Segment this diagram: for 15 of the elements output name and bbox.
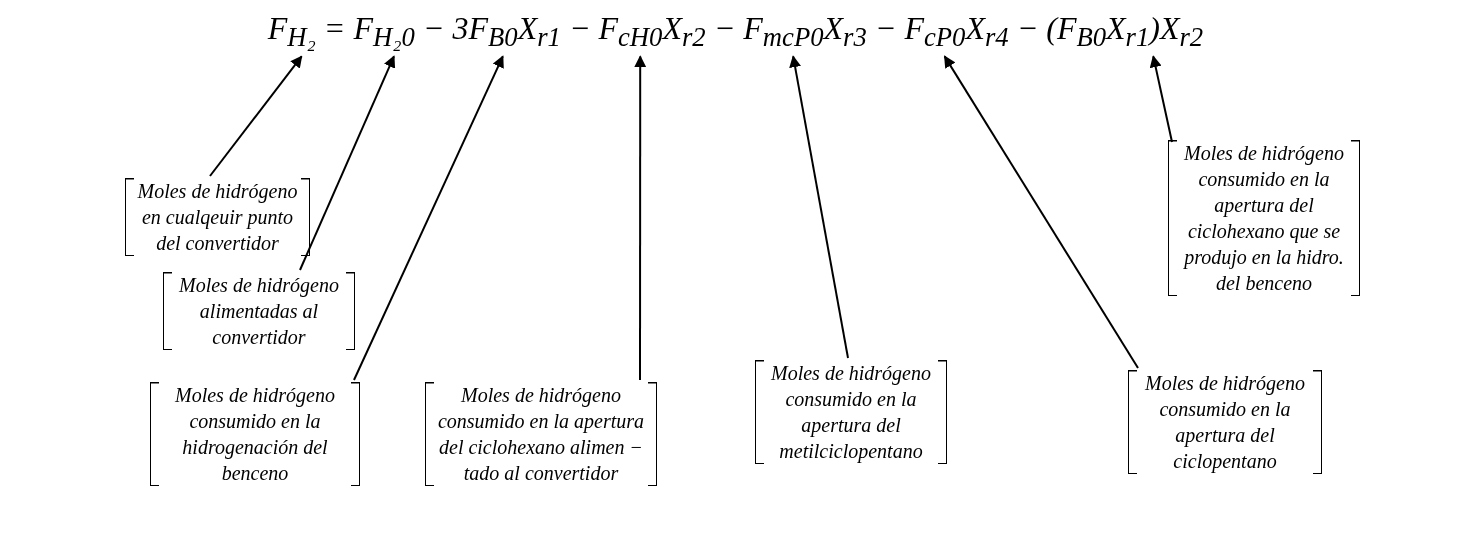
- equation: F$_{H₂}$ = F$_{H₂0}$ − 3F$_{B0}$X$_{r1}$ − F$_{cH0}$X$_{r2}$ − F$_{mcP0}$X$_{r3}$ − F$_{cP0}$X$_{r4}$ − (F$_{B0}$X$_{r1}$)X$_{r2}$: [267, 10, 1204, 54]
- bracketed-note: Moles de hidrógeno consumido en la apertura del ciclopentano: [1128, 370, 1322, 474]
- arrow: [299, 55, 396, 271]
- bracketed-note: Moles de hidrógeno en cualqeuir punto del convertidor: [125, 178, 310, 256]
- arrow: [943, 55, 1139, 369]
- arrow: [1149, 55, 1173, 143]
- arrow: [634, 55, 647, 381]
- arrow: [353, 55, 504, 381]
- arrow: [209, 55, 303, 177]
- bracketed-note: Moles de hidrógeno consumido en la apertura del ciclohexano que se produjo en la hidro. del benceno: [1168, 140, 1360, 296]
- bracketed-note: Moles de hidrógeno consumido en la apertura del metilciclopentano: [755, 360, 947, 464]
- bracketed-note: Moles de hidrógeno consumido en la apertura del ciclohexano alimen − tado al convertidor: [425, 382, 657, 486]
- bracketed-note: Moles de hidrógeno alimentadas al convertidor: [163, 272, 355, 350]
- bracketed-note: Moles de hidrógeno consumido en la hidrogenación del benceno: [150, 382, 360, 486]
- arrow: [789, 55, 849, 359]
